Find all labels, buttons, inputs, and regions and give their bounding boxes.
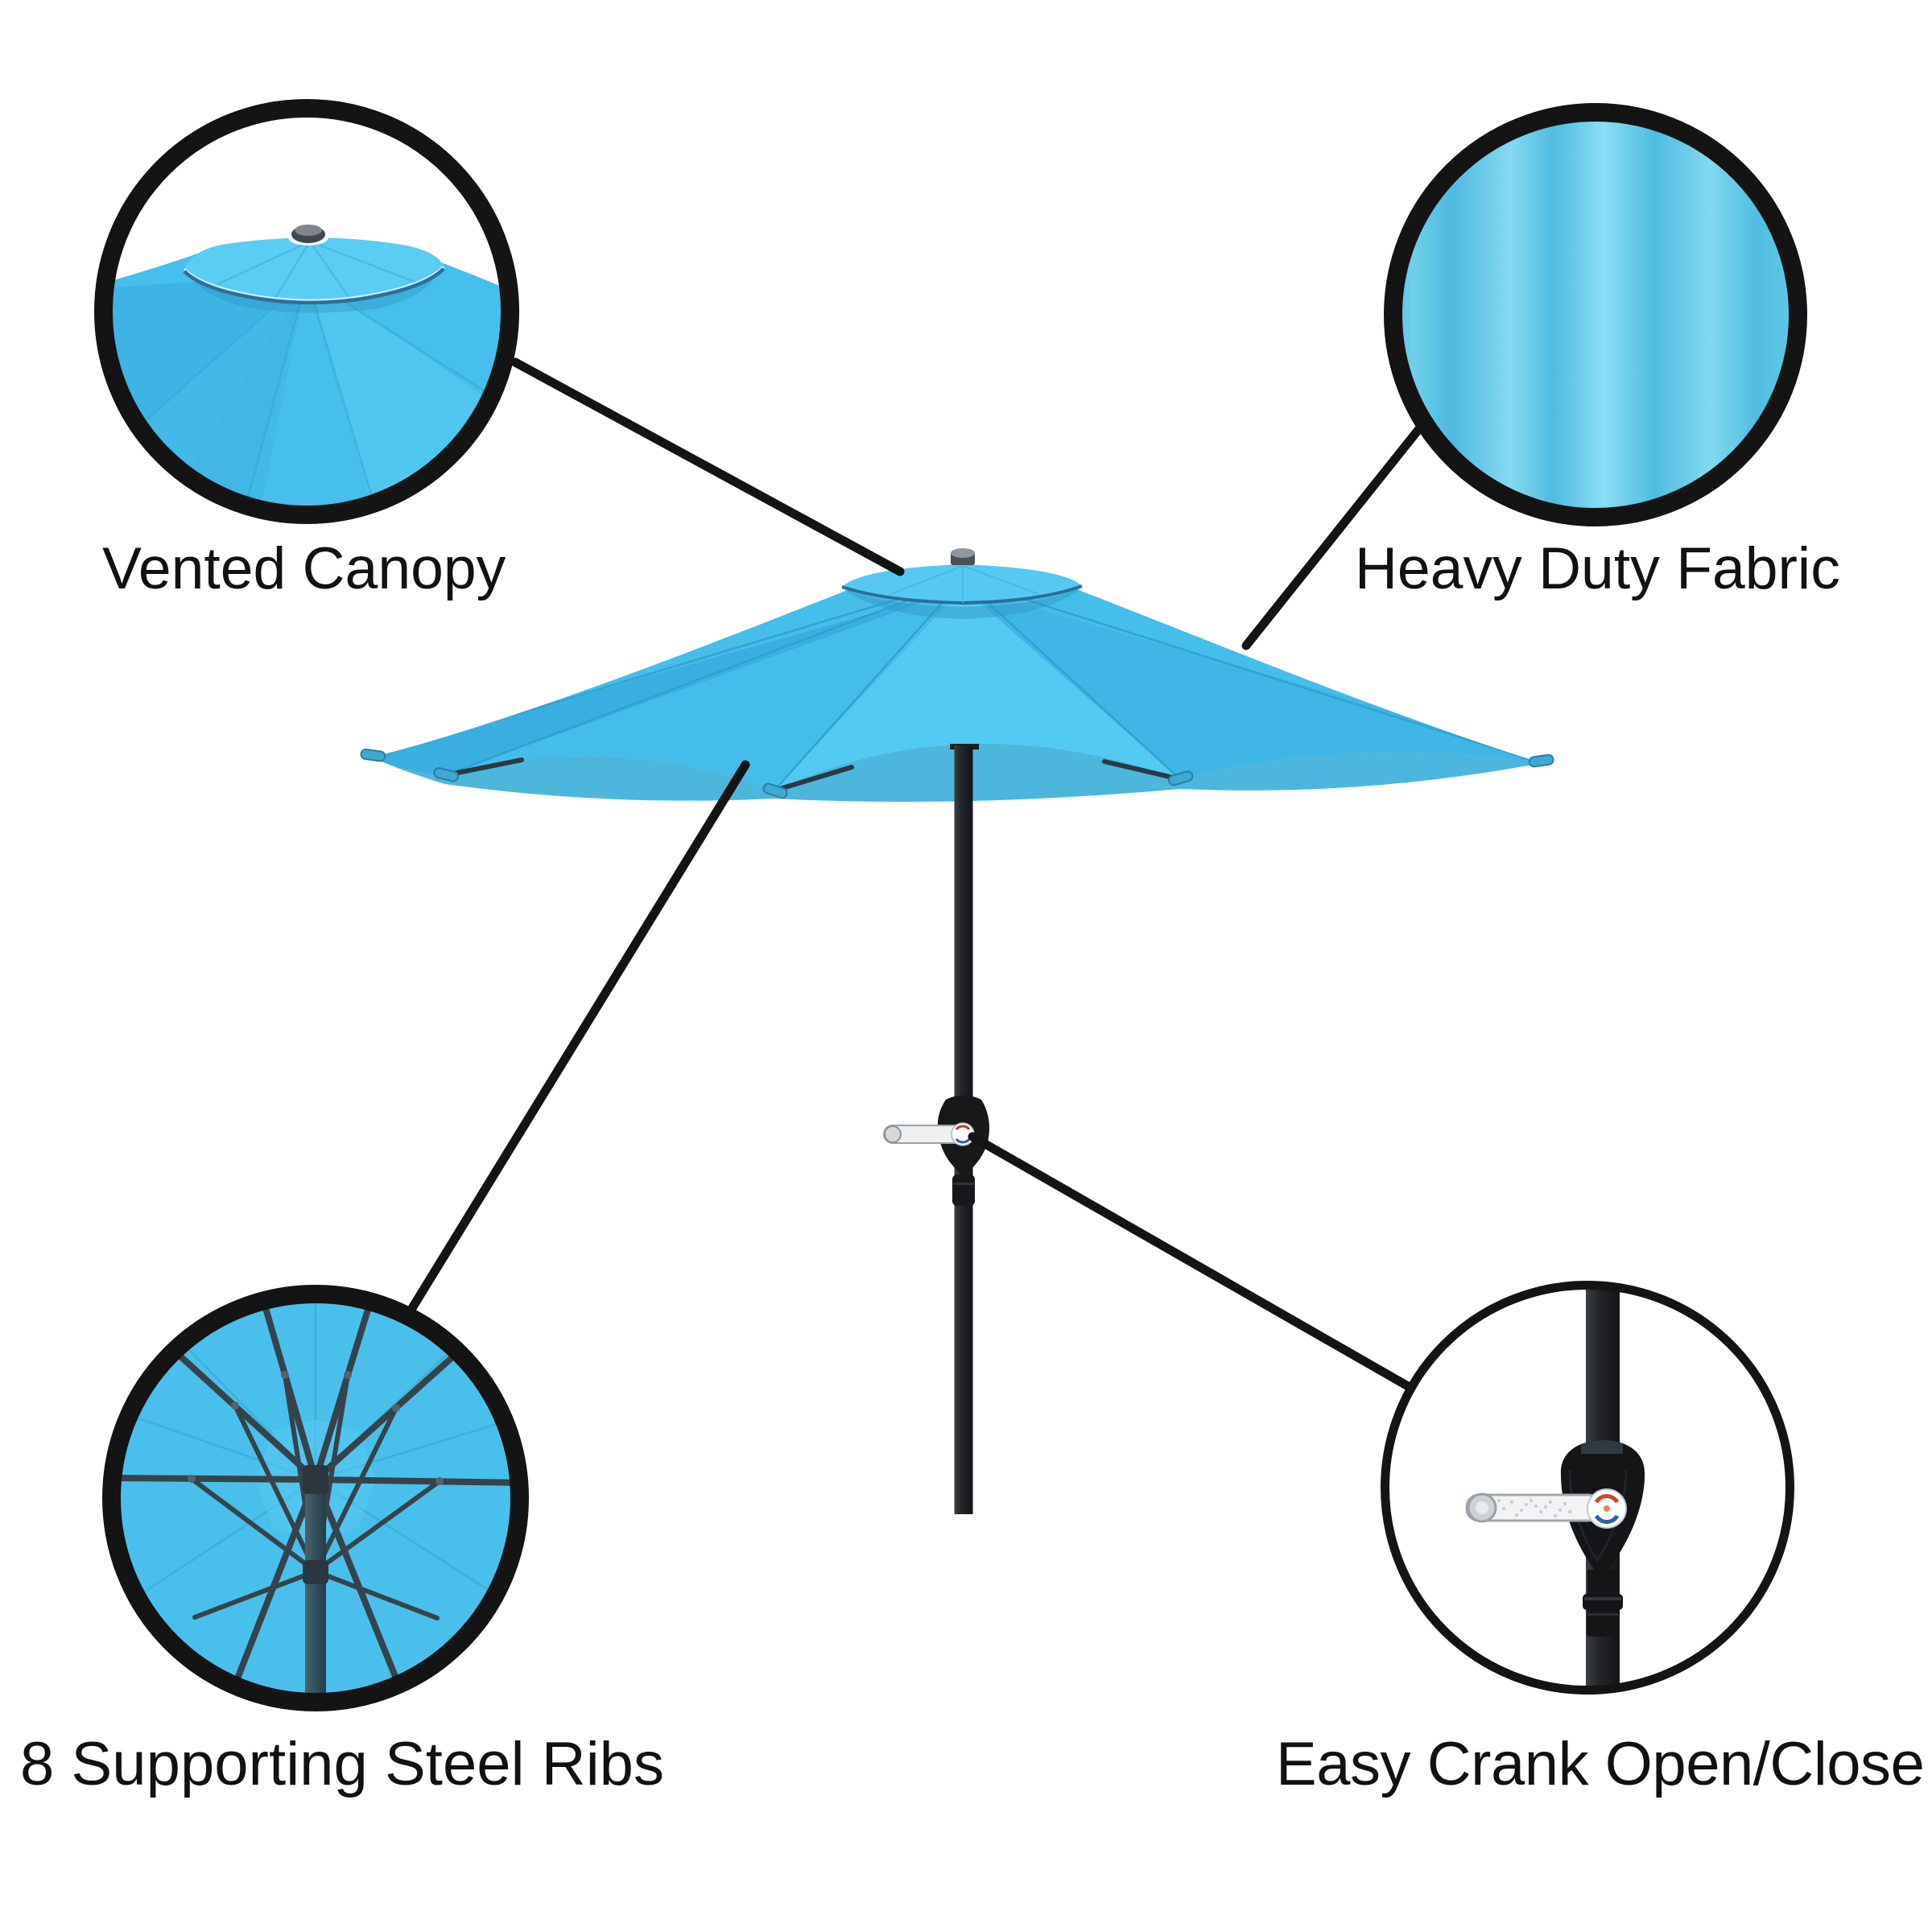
svg-text:Heavy Duty Fabric: Heavy Duty Fabric — [1355, 535, 1840, 601]
svg-text:8 Supporting Steel Ribs: 8 Supporting Steel Ribs — [20, 1730, 664, 1798]
svg-text:Vented Canopy: Vented Canopy — [102, 535, 506, 601]
svg-text:Easy Crank Open/Close: Easy Crank Open/Close — [1276, 1730, 1924, 1798]
